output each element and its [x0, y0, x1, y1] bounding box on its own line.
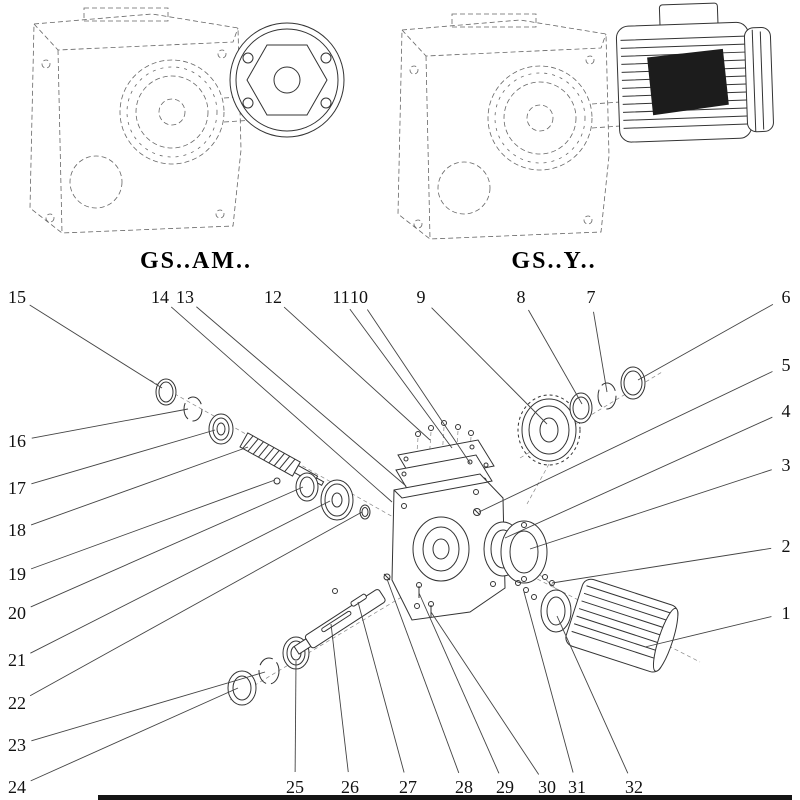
callout-number-26: 26 [341, 777, 359, 797]
callout-number-20: 20 [8, 603, 26, 623]
callout-number-15: 15 [8, 287, 26, 307]
leader-line-2 [551, 547, 772, 584]
leader-line-15 [29, 304, 163, 389]
leader-line-17 [31, 429, 216, 485]
input-axis-line [149, 379, 403, 523]
gearbox-am-drawing [29, 7, 345, 234]
leader-line-26 [330, 623, 349, 773]
callout-number-16: 16 [8, 431, 26, 451]
callout-number-5: 5 [782, 355, 791, 375]
callout-number-2: 2 [782, 536, 791, 556]
leader-line-8 [528, 309, 583, 405]
callout-number-29: 29 [496, 777, 514, 797]
leader-line-29 [418, 592, 500, 774]
am-flange-drawing [229, 22, 345, 138]
callout-number-23: 23 [8, 735, 26, 755]
callout-number-7: 7 [587, 287, 596, 307]
callout-number-17: 17 [8, 478, 26, 498]
callout-number-18: 18 [8, 520, 26, 540]
exploded-view-drawing [149, 366, 701, 706]
output-cover-parts [483, 520, 548, 584]
leader-lines [29, 303, 774, 782]
callout-number-14: 14 [151, 287, 169, 307]
leader-line-25 [294, 660, 297, 773]
callout-number-3: 3 [782, 455, 791, 475]
leader-line-18 [30, 446, 249, 526]
output-shaft [293, 589, 386, 655]
leader-line-20 [30, 486, 304, 608]
callout-number-12: 12 [264, 287, 282, 307]
leader-line-30 [430, 611, 540, 775]
callout-number-24: 24 [8, 777, 26, 797]
callout-number-21: 21 [8, 650, 26, 670]
leader-line-7 [593, 311, 608, 393]
leader-line-21 [30, 500, 331, 654]
callout-number-6: 6 [782, 287, 791, 307]
leader-line-32 [556, 615, 629, 774]
leader-line-4 [504, 416, 773, 539]
leader-line-28 [386, 578, 460, 774]
variant-label-gs-y: GS..Y.. [511, 248, 596, 274]
leader-line-10 [366, 309, 471, 464]
leader-line-13 [196, 306, 407, 487]
callout-number-27: 27 [399, 777, 417, 797]
gearbox-y-drawing [397, 2, 774, 240]
input-shaft-parts [155, 378, 371, 521]
leader-line-31 [523, 591, 574, 773]
leader-line-23 [31, 671, 266, 742]
leader-line-22 [29, 511, 363, 697]
callout-number-22: 22 [8, 693, 26, 713]
leader-line-27 [357, 601, 405, 773]
callout-number-13: 13 [176, 287, 194, 307]
bottom-table-edge [98, 795, 792, 800]
leader-line-9 [431, 307, 548, 425]
leader-line-14 [170, 306, 393, 503]
callout-number-30: 30 [538, 777, 556, 797]
variant-label-gs-am: GS..AM.. [140, 248, 252, 274]
motor-assembly [540, 578, 679, 673]
callout-number-11: 11 [332, 287, 349, 307]
leader-line-6 [637, 303, 774, 381]
callout-number-31: 31 [568, 777, 586, 797]
leader-line-1 [644, 616, 772, 648]
y-motor-drawing [615, 2, 774, 143]
leader-line-24 [30, 687, 239, 782]
callout-number-25: 25 [286, 777, 304, 797]
leader-line-19 [30, 479, 276, 570]
callout-number-19: 19 [8, 564, 26, 584]
callout-number-28: 28 [455, 777, 473, 797]
callout-number-1: 1 [782, 603, 791, 623]
leader-line-3 [529, 469, 772, 550]
callout-number-8: 8 [517, 287, 526, 307]
leader-line-5 [478, 371, 773, 513]
callout-number-4: 4 [782, 401, 791, 421]
callout-number-9: 9 [417, 287, 426, 307]
gear-and-rings [517, 366, 646, 466]
leader-line-12 [283, 306, 431, 441]
callout-number-10: 10 [350, 287, 368, 307]
gear-housing [391, 473, 506, 621]
callout-number-32: 32 [625, 777, 643, 797]
leader-line-11 [349, 308, 453, 449]
leader-line-16 [31, 408, 189, 439]
